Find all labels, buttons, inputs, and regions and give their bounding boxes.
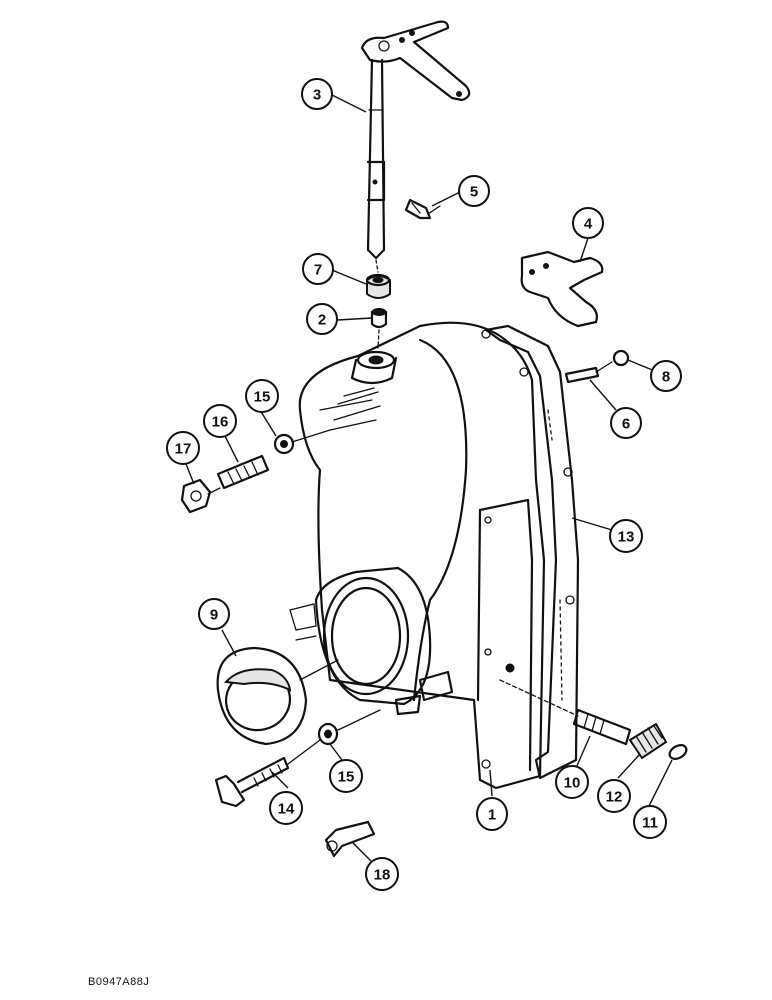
svg-text:11: 11	[642, 815, 658, 832]
callout-14: 14	[269, 791, 303, 825]
svg-text:15: 15	[338, 769, 355, 786]
callout-11: 11	[633, 805, 667, 839]
assembly-lines	[207, 205, 613, 765]
fitting-part	[324, 820, 376, 858]
bushing-large-part	[365, 273, 391, 299]
shaft-lever-part	[360, 20, 471, 260]
washer-upper-part	[273, 433, 295, 455]
gasket-part	[484, 324, 580, 780]
svg-text:16: 16	[212, 414, 229, 431]
callout-1: 1	[476, 797, 508, 831]
callout-13: 13	[609, 519, 643, 553]
callout-7: 7	[302, 253, 334, 285]
svg-text:3: 3	[313, 87, 321, 104]
svg-text:8: 8	[662, 369, 670, 386]
ball-part	[612, 349, 630, 367]
spring-part	[628, 722, 668, 760]
svg-text:17: 17	[175, 441, 192, 458]
callout-16: 16	[203, 404, 237, 438]
svg-text:6: 6	[622, 416, 630, 433]
stud-part	[499, 679, 632, 746]
stud-upper-part	[216, 454, 270, 490]
svg-text:13: 13	[618, 529, 635, 546]
svg-text:10: 10	[564, 775, 581, 792]
dowel-pin-part	[564, 366, 600, 384]
callout-15-upper: 15	[245, 379, 279, 413]
washer-lower-part	[317, 722, 339, 746]
callout-5: 5	[458, 175, 490, 207]
svg-text:18: 18	[374, 867, 391, 884]
svg-text:9: 9	[210, 607, 218, 624]
callout-8: 8	[650, 360, 682, 392]
fork-bracket-part	[520, 250, 604, 328]
callout-9: 9	[198, 598, 230, 630]
svg-text:14: 14	[278, 801, 295, 818]
svg-text:4: 4	[584, 216, 593, 233]
set-screw-part	[404, 198, 432, 220]
svg-text:5: 5	[470, 184, 478, 201]
svg-text:1: 1	[488, 807, 496, 824]
callout-4: 4	[572, 207, 604, 239]
callout-6: 6	[610, 407, 642, 439]
callout-17: 17	[166, 431, 200, 465]
callout-3: 3	[301, 78, 333, 110]
leader-lines	[185, 93, 673, 863]
cover-housing-part	[289, 321, 575, 790]
drawing-reference-code: B0947A88J	[88, 976, 150, 988]
svg-text:12: 12	[606, 789, 623, 806]
bushing-small-part	[370, 308, 388, 329]
plug-part	[668, 744, 688, 760]
svg-text:7: 7	[314, 262, 322, 279]
seal-ring-part	[216, 646, 308, 746]
callout-18: 18	[365, 857, 399, 891]
nut-part	[180, 478, 212, 514]
callout-10: 10	[555, 765, 589, 799]
bolt-part	[214, 756, 290, 808]
svg-text:2: 2	[318, 312, 326, 329]
callout-2: 2	[306, 303, 338, 335]
svg-text:15: 15	[254, 389, 271, 406]
callout-12: 12	[597, 779, 631, 813]
callout-15-lower: 15	[329, 759, 363, 793]
